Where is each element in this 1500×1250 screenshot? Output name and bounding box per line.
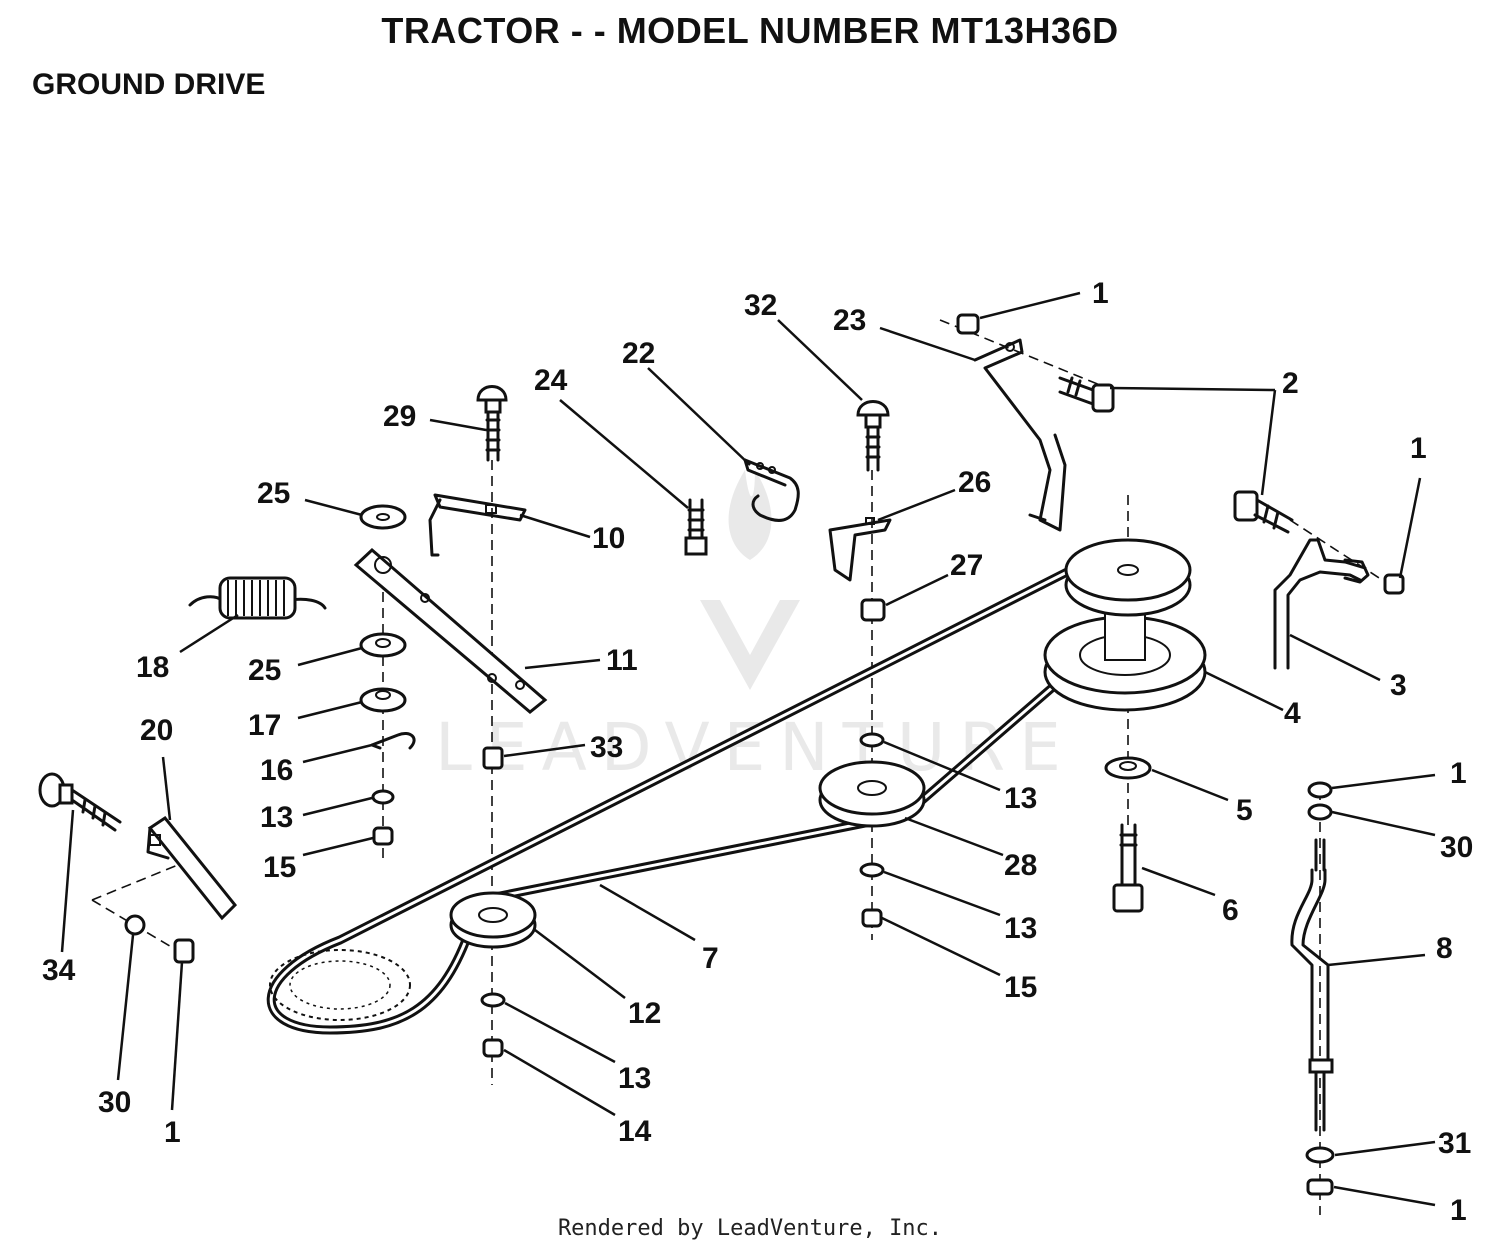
callout: 13 [618, 1062, 651, 1095]
callout: 6 [1222, 894, 1239, 927]
bolt-2-lower [1233, 490, 1294, 534]
engine-pulley [269, 949, 411, 1021]
callout: 28 [1004, 849, 1037, 882]
callout: 2 [1282, 367, 1299, 400]
washers-28 [859, 732, 885, 928]
bolt-24 [684, 498, 708, 556]
callout: 30 [1440, 831, 1473, 864]
callout: 29 [383, 400, 416, 433]
double-pulley-4 [1043, 538, 1207, 712]
callout: 12 [628, 997, 661, 1030]
callout: 13 [260, 801, 293, 834]
carriage-bolt-32 [856, 400, 890, 472]
callout: 1 [164, 1116, 181, 1149]
spacer-27 [860, 598, 886, 622]
callout: 22 [622, 337, 655, 370]
callout: 1 [1410, 432, 1427, 465]
washer-nut-20 [124, 914, 195, 964]
page-title: TRACTOR - - MODEL NUMBER MT13H36D [381, 10, 1119, 51]
footer-credit: Rendered by LeadVenture, Inc. [557, 1216, 943, 1241]
callout: 25 [248, 654, 281, 687]
bracket-22 [743, 458, 800, 522]
callout: 24 [534, 364, 568, 397]
leader-lines [60, 291, 1436, 1207]
callout: 15 [263, 851, 296, 884]
callout: 33 [590, 731, 623, 764]
callout: 4 [1284, 697, 1301, 730]
bracket-20 [146, 815, 238, 921]
callout-labels: 1 23 32 2 1 22 24 29 26 10 25 27 18 25 1… [42, 277, 1473, 1227]
callout: 8 [1436, 932, 1453, 965]
bolt-6 [1112, 823, 1144, 913]
callout: 23 [833, 304, 866, 337]
washer-stack-left [359, 504, 416, 846]
callout: 15 [1004, 971, 1037, 1004]
callout: 20 [140, 714, 173, 747]
section-title: GROUND DRIVE [32, 68, 266, 101]
idler-pulley-12 [449, 891, 537, 949]
rod-23 [973, 338, 1067, 532]
callout: 27 [950, 549, 983, 582]
washers-lower-12 [480, 992, 506, 1058]
bolt-2-upper [1058, 376, 1115, 413]
callout: 1 [1092, 277, 1109, 310]
callout: 5 [1236, 794, 1253, 827]
callout: 17 [248, 709, 281, 742]
callout: 3 [1390, 669, 1407, 702]
callout: 32 [744, 289, 777, 322]
nut-1-right [1383, 573, 1405, 595]
bracket-10 [428, 493, 527, 557]
bolt-34 [38, 772, 122, 832]
callout: 11 [606, 644, 638, 677]
callout: 18 [136, 651, 169, 684]
drive-belt [266, 563, 1168, 1035]
idler-arm-11 [353, 547, 548, 714]
idler-pulley-28 [818, 760, 926, 828]
spring-18 [188, 576, 327, 620]
nut-1-top [956, 313, 980, 335]
callout: 25 [257, 477, 290, 510]
callout: 7 [702, 942, 719, 975]
callout: 1 [1450, 1194, 1467, 1227]
callout: 13 [1004, 912, 1037, 945]
callout: 31 [1438, 1127, 1471, 1160]
callout: 10 [592, 522, 625, 555]
callout: 1 [1450, 757, 1467, 790]
rod-8 [1290, 781, 1335, 1196]
callout: 26 [958, 466, 991, 499]
callout: 16 [260, 754, 293, 787]
callout: 34 [42, 954, 76, 987]
washer-5 [1104, 756, 1152, 780]
bracket-26 [828, 517, 892, 582]
carriage-bolt-29 [476, 385, 508, 462]
callout: 14 [618, 1115, 652, 1148]
callout: 30 [98, 1086, 131, 1119]
callout: 13 [1004, 782, 1037, 815]
rod-3 [1273, 538, 1370, 670]
spacer-33 [482, 746, 504, 770]
